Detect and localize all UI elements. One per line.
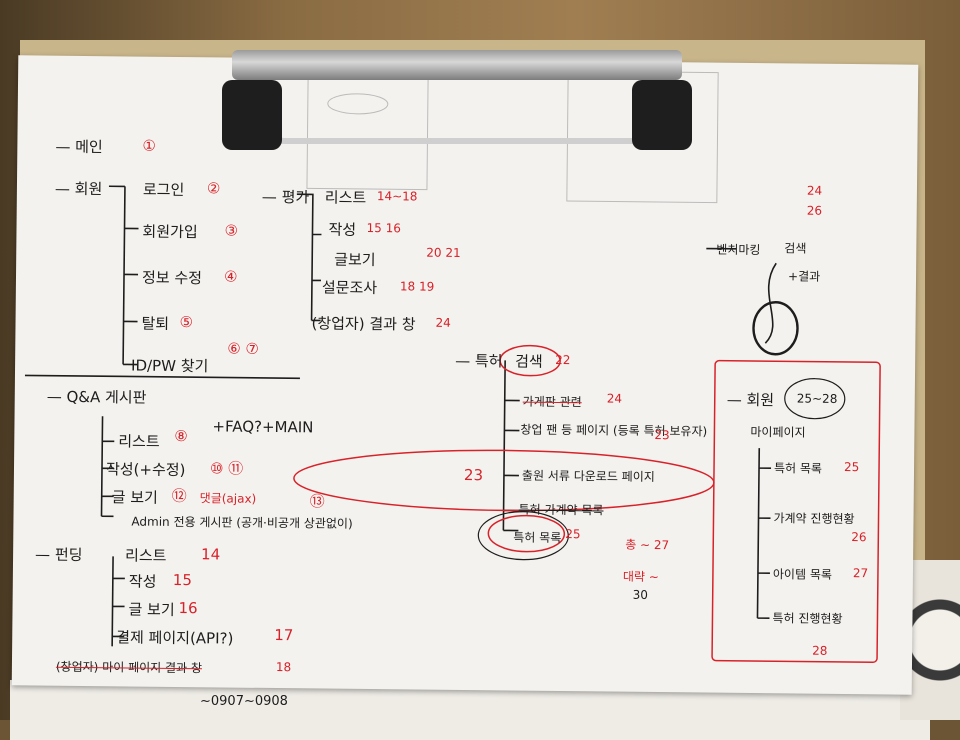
- qa-label: — Q&A 게시판: [46, 387, 147, 407]
- patent-num-list: 25: [565, 527, 581, 542]
- patent-num-download: 23: [463, 465, 484, 485]
- review-item-result: (창업자) 결과 창: [311, 314, 416, 334]
- funding-item-list: 리스트: [124, 546, 167, 565]
- qa-num-list: ⑧: [174, 426, 188, 446]
- patent-item-list: 특허 목록: [513, 530, 562, 546]
- member-item-find: ID/PW 찾기: [130, 356, 209, 376]
- main-label: — 메인: [55, 137, 103, 157]
- review-item-write: 작성: [328, 220, 357, 239]
- patent-num-store: 24: [606, 391, 623, 406]
- member-item-leave: 탈퇴: [141, 314, 170, 333]
- mypage-item-items: 아이템 목록: [772, 567, 833, 582]
- benchmark-num-b: 26: [806, 203, 823, 218]
- mypage-range: 25~28: [796, 391, 838, 406]
- qa-num-write: ⑩ ⑪: [209, 459, 244, 478]
- qa-item-admin: Admin 전용 게시판 (공개·비공개 상관없이): [131, 514, 353, 531]
- funding-num-write: 15: [172, 570, 193, 590]
- funding-label: — 펀딩: [35, 545, 83, 565]
- mypage-num-patents: 25: [843, 459, 860, 475]
- main-num: ①: [142, 136, 156, 155]
- member-num-signup: ③: [224, 221, 239, 240]
- paper-sheet: — 메인 ① — 회원 로그인 ② 회원가입 ③ 정보 수정 ④ 탈퇴 ⑤ ID…: [11, 55, 919, 695]
- patent-item-store: 가게판 관련: [522, 394, 582, 410]
- clip-wire: [255, 78, 672, 144]
- patent-note-approx: 대략 ~: [622, 569, 659, 585]
- clip-knob-right: [632, 80, 692, 150]
- mypage-member-label: — 회원: [726, 390, 775, 410]
- funding-num-payment: 17: [274, 626, 294, 645]
- member-item-login: 로그인: [142, 180, 185, 200]
- funding-item-write: 작성: [128, 572, 157, 591]
- review-item-view: 글보기: [334, 250, 376, 270]
- review-item-survey: 설문조사: [321, 278, 378, 298]
- benchmark-result: +결과: [787, 269, 821, 284]
- funding-num-result: 18: [275, 660, 292, 675]
- review-num-survey: 18 19: [399, 279, 435, 294]
- funding-item-result: (창업자) 마이 페이지 결과 창: [55, 659, 203, 676]
- qa-num-view: ⑫: [171, 486, 187, 506]
- qa-item-view: 글 보기: [111, 488, 158, 507]
- review-num-write: 15 16: [366, 220, 401, 236]
- funding-num-list: 14: [201, 545, 221, 564]
- mypage-num-progress: 28: [812, 643, 828, 658]
- review-num-list: 14~18: [376, 189, 418, 204]
- funding-item-payment: 결제 페이지(API?): [116, 628, 234, 648]
- benchmark-num-a: 24: [806, 183, 823, 198]
- funding-item-view: 글 보기: [128, 600, 175, 619]
- qa-num-admin: ⑬: [309, 492, 325, 511]
- member-num-find: ⑥ ⑦: [227, 339, 260, 358]
- patent-note-30: 30: [632, 587, 649, 602]
- patent-num-startup: 23: [654, 427, 670, 443]
- mypage-num-items: 27: [852, 566, 869, 581]
- funding-num-view: 16: [178, 599, 198, 618]
- mypage-item-contract: 가계약 진행현황: [773, 511, 855, 527]
- member-num-leave: ⑤: [179, 313, 194, 332]
- review-item-list: 리스트: [324, 188, 367, 207]
- clip-knob-left: [222, 80, 282, 150]
- member-num-login: ②: [206, 179, 221, 198]
- benchmark-search: 검색: [784, 241, 807, 256]
- mypage-item-patents: 특허 목록: [773, 461, 823, 476]
- patent-item-startup: 창업 팬 등 페이지 (등록 특허 보유자): [520, 422, 708, 439]
- member-item-edit: 정보 수정: [141, 268, 203, 288]
- mypage-item-progress: 특허 진행현황: [772, 611, 843, 626]
- patent-item-contract: 특허 가계약 목록: [518, 502, 604, 518]
- mypage-title: 마이페이지: [750, 424, 806, 440]
- patent-item-download: 출원 서류 다운로드 페이지: [521, 468, 655, 484]
- member-num-edit: ④: [223, 267, 238, 286]
- qa-item-list: 리스트: [118, 432, 160, 451]
- qa-note-ajax: 댓글(ajax): [199, 491, 257, 506]
- review-num-result: 24: [435, 315, 451, 330]
- benchmark-label: 벤치마킹: [716, 242, 761, 258]
- patent-num-search: 22: [555, 352, 571, 368]
- patent-note-total: 총 ~ 27: [625, 537, 670, 553]
- patent-item-search: 검색: [515, 352, 543, 371]
- patent-label: — 특허: [455, 351, 503, 371]
- qa-item-write: 작성(+수정): [105, 460, 186, 480]
- mypage-num-contract: 26: [851, 530, 867, 545]
- review-num-view: 20 21: [426, 245, 461, 260]
- review-label: — 평가: [261, 187, 310, 207]
- member-label: — 회원: [54, 179, 103, 199]
- footer-note: ~0907~0908: [200, 694, 288, 709]
- qa-note-faq: +FAQ?+MAIN: [212, 417, 314, 437]
- member-item-signup: 회원가입: [142, 222, 198, 242]
- clip-plate: [232, 50, 682, 80]
